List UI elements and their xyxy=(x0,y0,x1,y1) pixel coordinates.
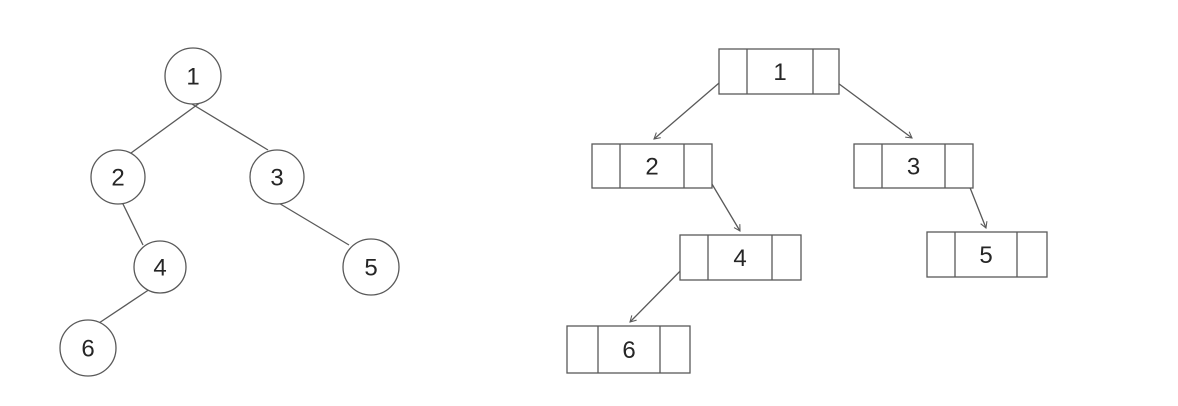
list-node-box xyxy=(566,325,691,374)
list-node-label: 6 xyxy=(622,337,635,364)
list-node-1: 1 xyxy=(718,48,840,95)
list-node-box xyxy=(853,143,974,189)
list-node-5: 5 xyxy=(926,231,1048,278)
tree-edge-2-4 xyxy=(121,201,144,246)
tree-node-circle xyxy=(133,240,187,294)
list-node-label: 4 xyxy=(733,245,746,272)
tree-node-4: 4 xyxy=(133,240,187,294)
list-node-label: 1 xyxy=(773,59,786,86)
list-node-box xyxy=(591,143,713,189)
tree-node-label: 5 xyxy=(364,254,377,281)
tree-edge-3-5 xyxy=(276,201,350,246)
tree-node-5: 5 xyxy=(342,238,400,296)
tree-node-circle xyxy=(164,47,222,105)
tree-edge-4-6 xyxy=(98,288,151,324)
list-node-box xyxy=(718,48,840,95)
tree-node-circle xyxy=(90,149,146,205)
list-node-4: 4 xyxy=(679,234,802,281)
tree-node-circle xyxy=(249,149,305,205)
tree-node-label: 3 xyxy=(270,164,283,191)
linked-list-diagram: 1 2 3 4 5 6 xyxy=(566,48,1048,374)
tree-node-label: 6 xyxy=(81,335,94,362)
list-node-3: 3 xyxy=(853,143,974,189)
list-node-box xyxy=(679,234,802,281)
list-node-6: 6 xyxy=(566,325,691,374)
tree-node-1: 1 xyxy=(164,47,222,105)
list-node-label: 5 xyxy=(979,242,992,269)
tree-node-label: 1 xyxy=(186,63,199,90)
tree-node-label: 4 xyxy=(153,254,166,281)
list-node-label: 2 xyxy=(645,153,658,180)
list-node-label: 3 xyxy=(907,153,920,180)
list-node-2: 2 xyxy=(591,143,713,189)
tree-node-circle xyxy=(59,319,117,377)
list-node-box xyxy=(926,231,1048,278)
binary-tree-diagram: 1 2 3 4 5 6 xyxy=(59,47,400,377)
tree-node-3: 3 xyxy=(249,149,305,205)
tree-node-label: 2 xyxy=(111,164,124,191)
tree-node-2: 2 xyxy=(90,149,146,205)
tree-node-circle xyxy=(342,238,400,296)
tree-node-6: 6 xyxy=(59,319,117,377)
